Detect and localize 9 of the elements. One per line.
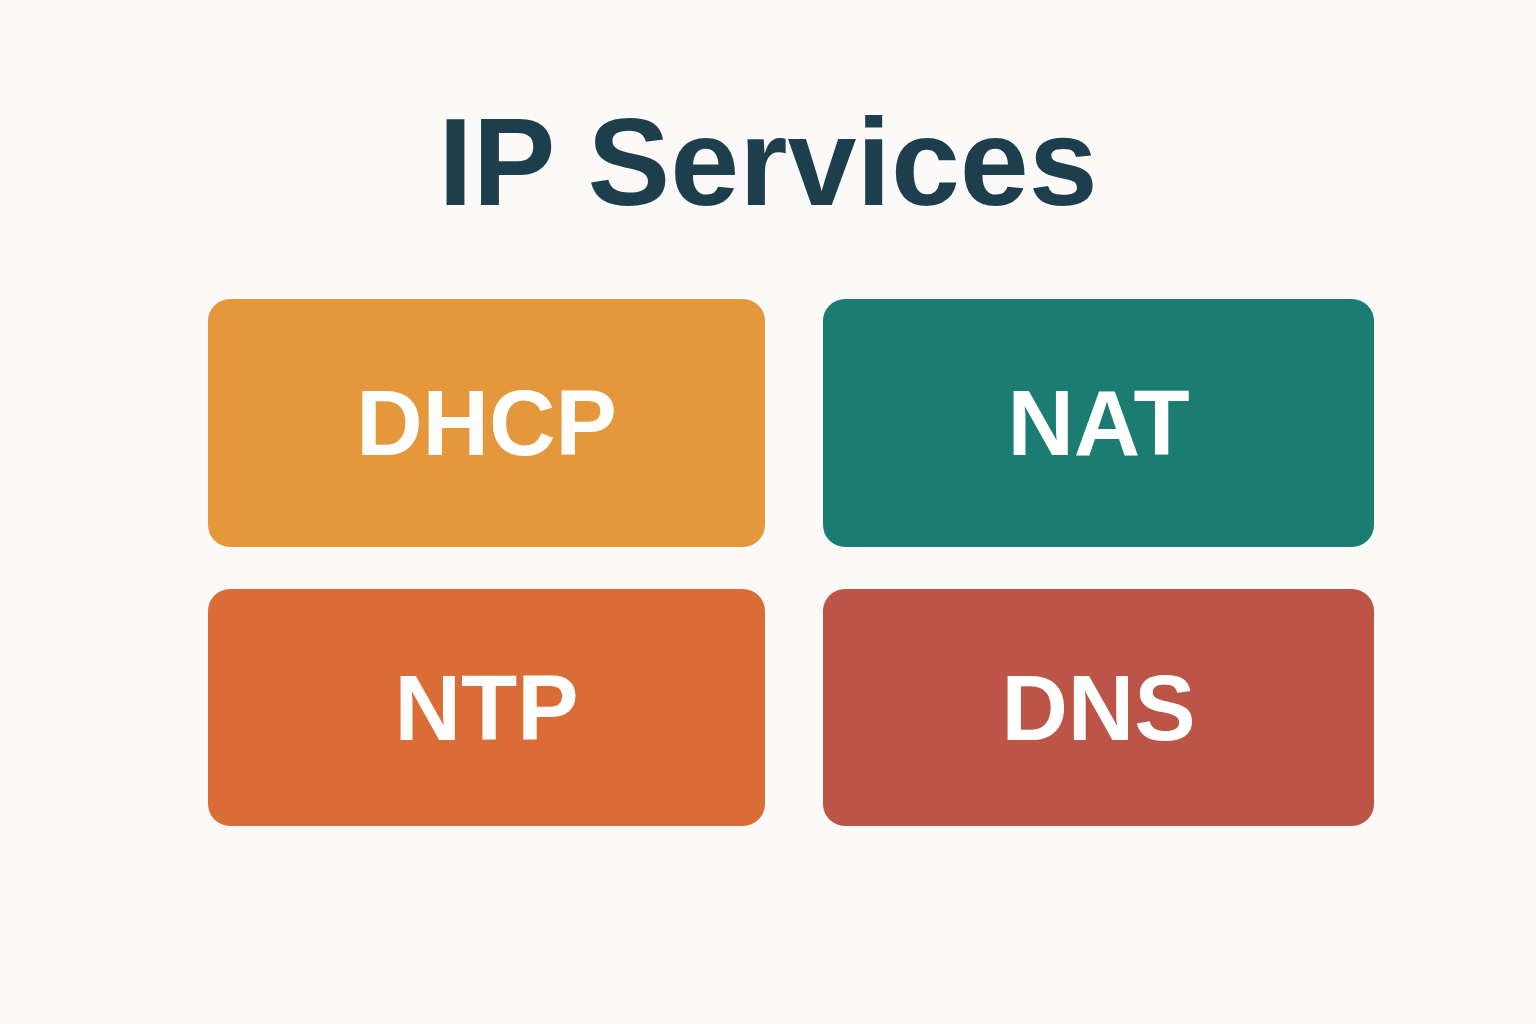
service-box bbox=[208, 299, 765, 547]
diagram-title: IP Services bbox=[437, 92, 1099, 232]
service-label: DHCP bbox=[356, 373, 617, 473]
service-box bbox=[208, 589, 765, 826]
service-label: NTP bbox=[394, 657, 579, 758]
service-label: NAT bbox=[1007, 373, 1190, 473]
service-label: DNS bbox=[1001, 657, 1196, 758]
service-box bbox=[823, 589, 1374, 826]
service-box bbox=[823, 299, 1374, 547]
